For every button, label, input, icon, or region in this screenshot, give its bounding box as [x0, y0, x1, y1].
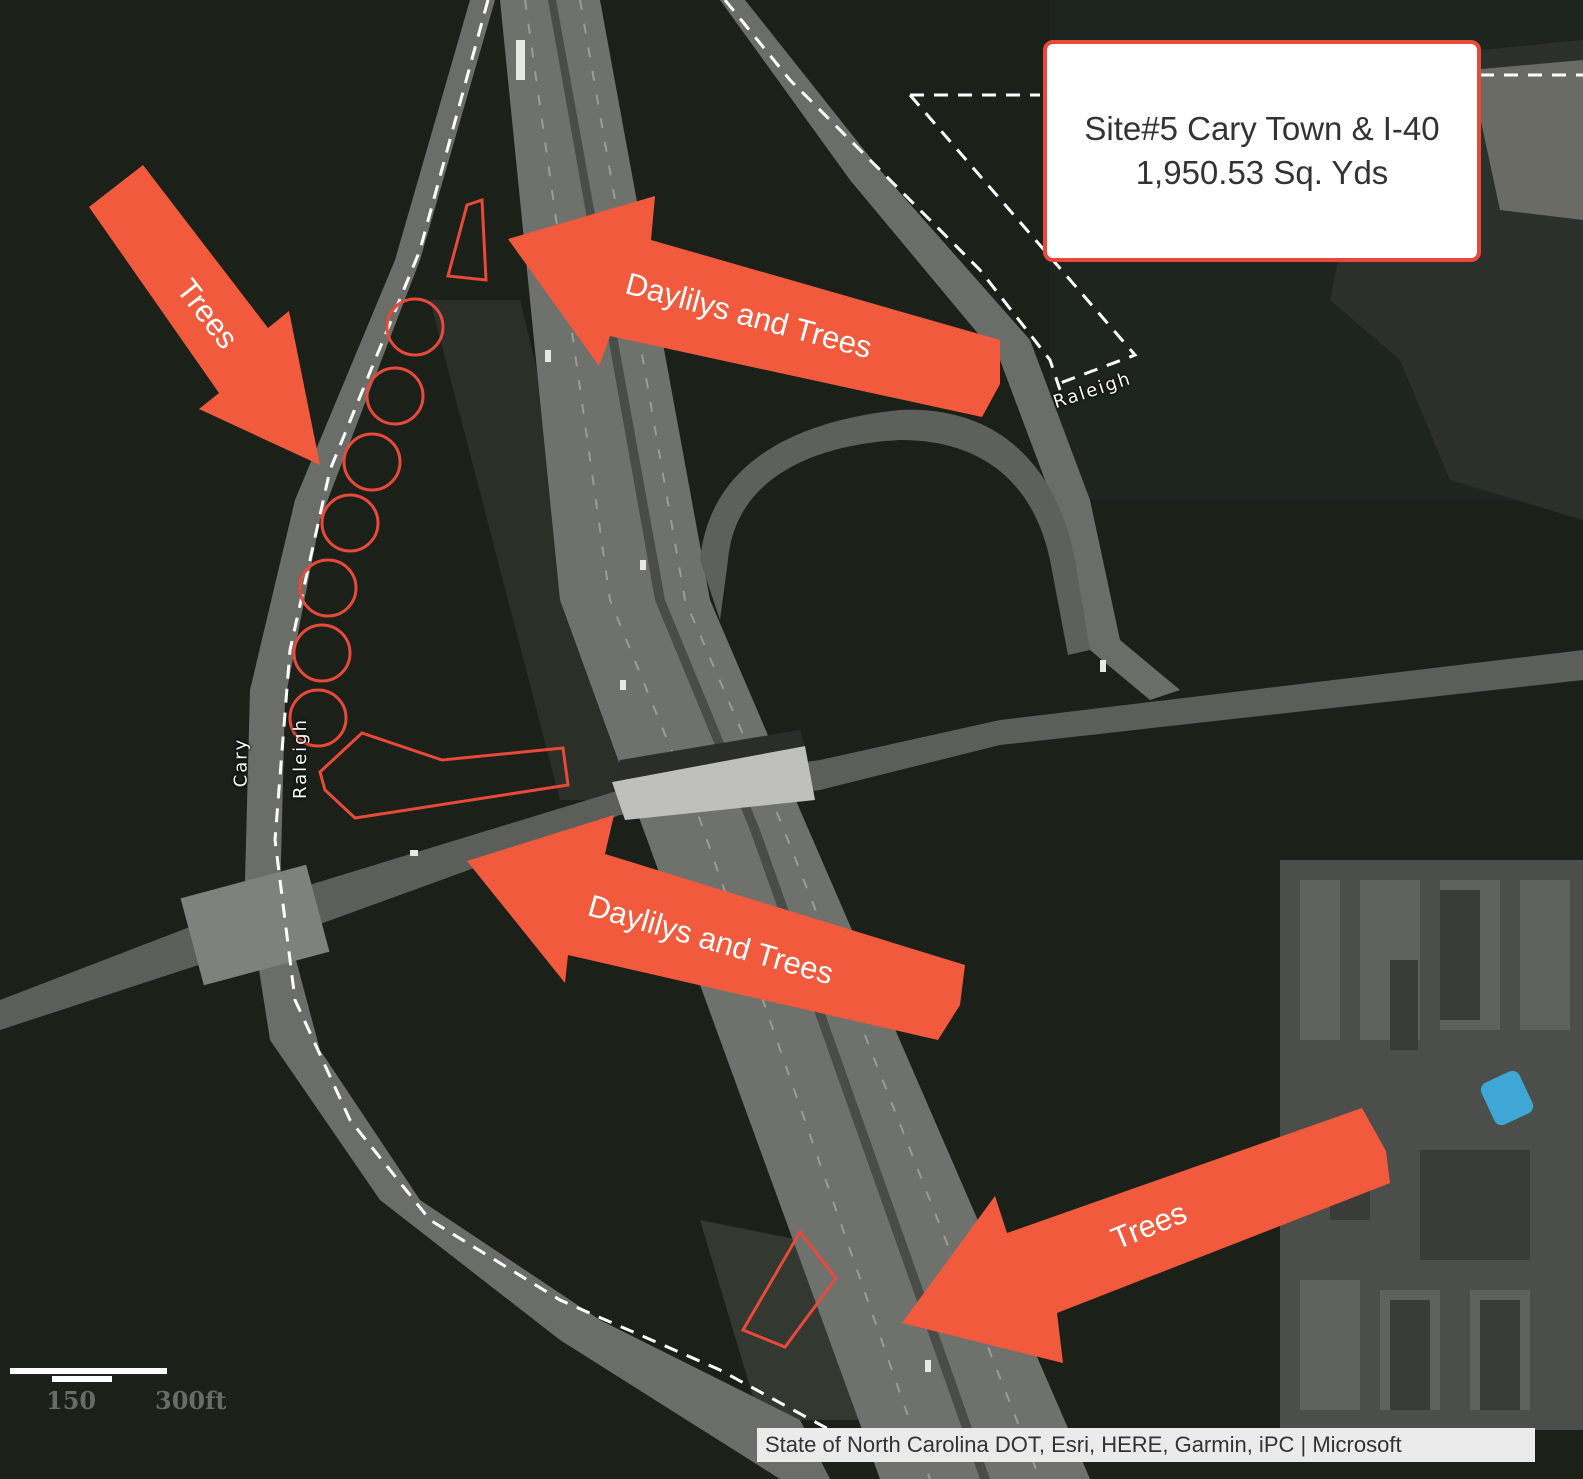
arrow-trees-top-left: [89, 165, 320, 465]
planting-areas: [318, 197, 838, 1349]
site-area: 1,950.53 Sq. Yds: [1135, 154, 1389, 191]
planting-polygon-west: [318, 731, 570, 820]
overpass-road[interactable]: [0, 650, 1583, 1030]
vehicles: [410, 40, 1106, 1372]
road-label-cary: Cary: [230, 737, 252, 788]
arrow-daylilys-upper: [508, 196, 1000, 417]
tree-circle: [365, 366, 425, 426]
municipal-boundary: [273, 0, 1583, 1432]
scale-label-mid: 150: [46, 1386, 97, 1415]
scale-label-end: 300ft: [155, 1386, 227, 1415]
arrow-daylilys-lower: [467, 815, 965, 1040]
intersection: [180, 864, 330, 986]
tree-circle: [292, 623, 352, 683]
planting-polygon-south: [740, 1229, 838, 1349]
tree-circle: [385, 297, 445, 357]
planting-polygon-north: [446, 197, 488, 282]
site-title: Site#5 Cary Town & I-40: [1084, 110, 1440, 147]
bridge-shadow: [612, 730, 805, 782]
clearing-top-right: [1470, 60, 1583, 220]
map-attribution[interactable]: State of North Carolina DOT, Esri, HERE,…: [757, 1428, 1535, 1462]
site-info-box: Site#5 Cary Town & I-40 1,950.53 Sq. Yds: [1043, 40, 1481, 262]
lane-markings: [524, 0, 1041, 1479]
scale-bar: [10, 1368, 167, 1382]
building-roofs: [1330, 890, 1530, 1410]
tree-circle: [298, 558, 358, 618]
tree-circle: [320, 493, 380, 553]
tree-circle: [288, 688, 348, 748]
annotation-arrows: [89, 165, 1390, 1363]
arrow-trees-bottom-right: [902, 1108, 1390, 1363]
tree-circle: [342, 432, 402, 492]
overpass-bridge[interactable]: [612, 746, 815, 820]
highway-i40[interactable]: [500, 0, 1090, 1479]
road-label-raleigh-west: Raleigh: [290, 717, 312, 800]
swimming-pool: [1480, 1070, 1534, 1126]
tree-circle-markers: [288, 297, 445, 748]
